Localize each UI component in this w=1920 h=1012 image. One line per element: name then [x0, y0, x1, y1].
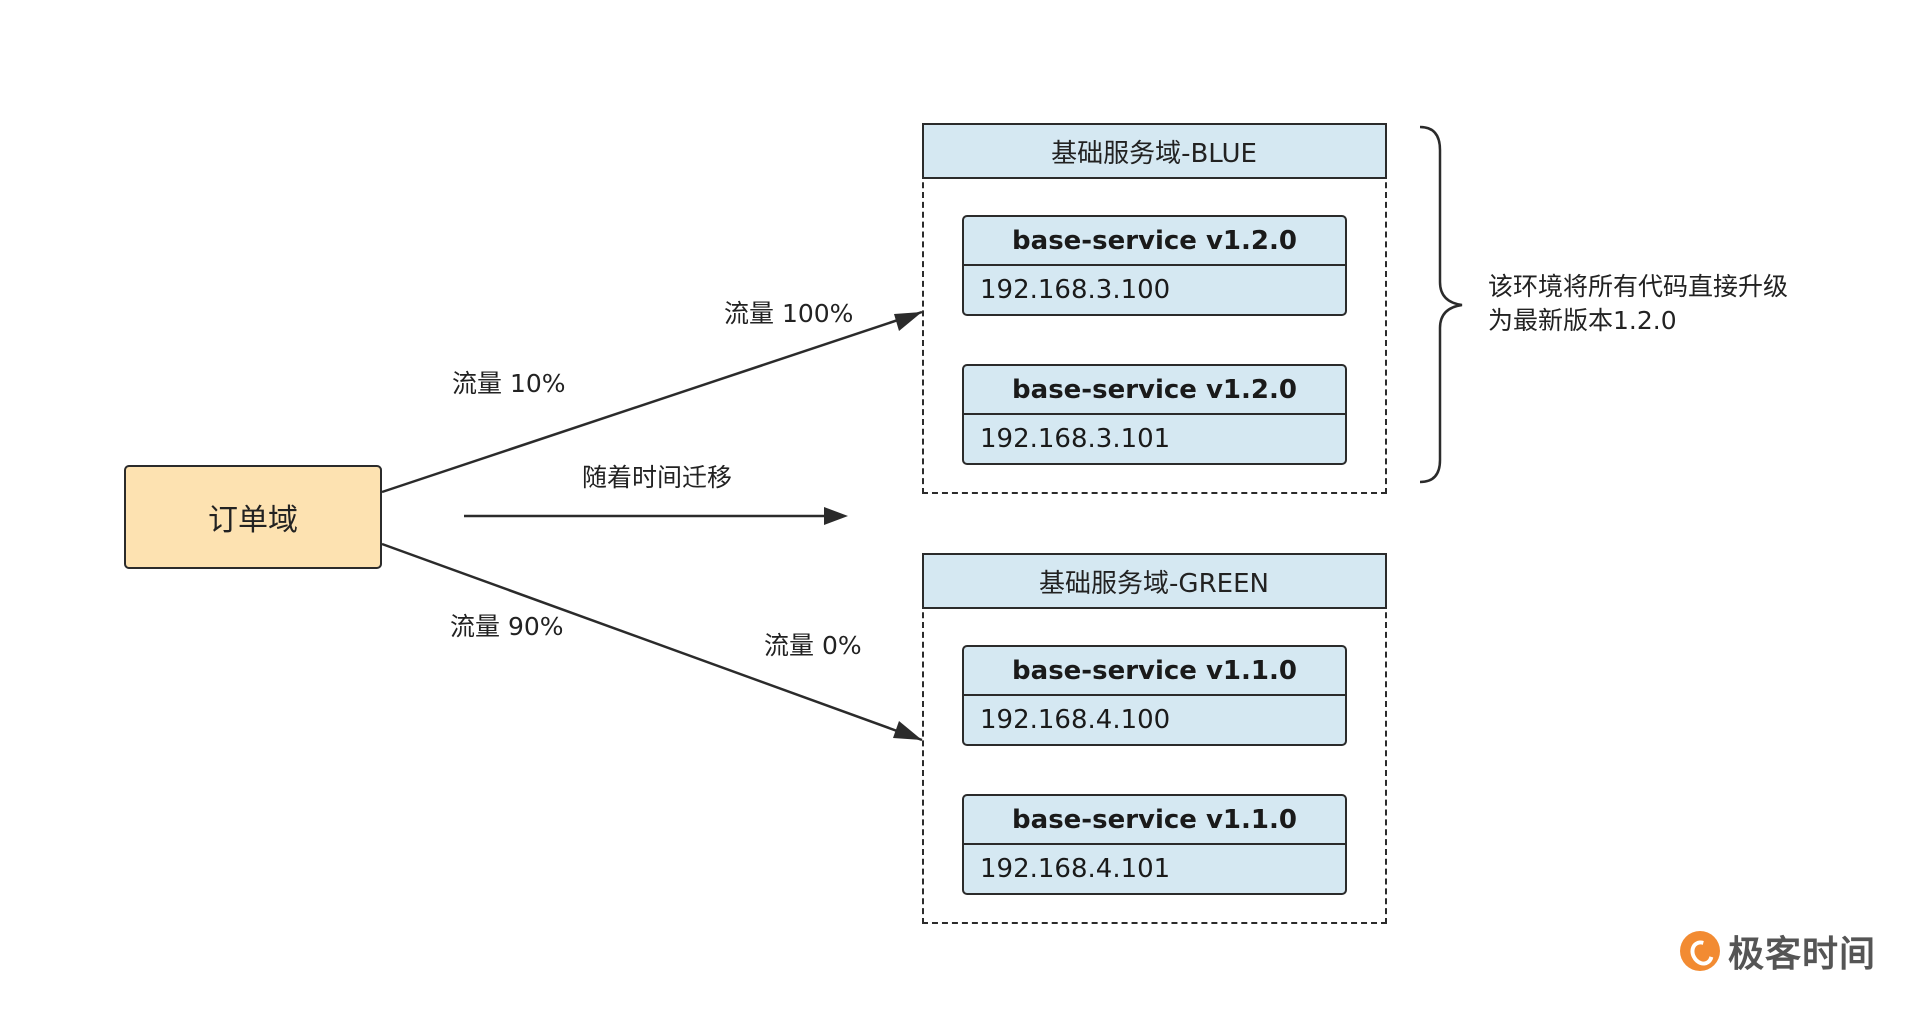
- service-ip: 192.168.4.100: [980, 705, 1171, 735]
- flow-label-blue-after: 流量 100%: [724, 299, 854, 328]
- brand-logo: 极客时间: [1680, 925, 1876, 977]
- curly-brace: [1419, 125, 1463, 484]
- order-domain-box: 订单域: [124, 465, 382, 569]
- arrowhead-blue: [894, 312, 922, 331]
- blue-domain-container: 基础服务域-BLUE base-service v1.2.0 192.168.3…: [921, 123, 1387, 494]
- service-ip: 192.168.4.101: [980, 854, 1171, 884]
- green-domain-title: 基础服务域-GREEN: [921, 553, 1387, 609]
- blue-service-2: base-service v1.2.0 192.168.3.101: [962, 364, 1347, 465]
- upgrade-note: 该环境将所有代码直接升级 为最新版本1.2.0: [1488, 270, 1788, 338]
- flow-label-green-after: 流量 0%: [764, 631, 862, 660]
- arrow-to-blue: [381, 310, 923, 494]
- arrowhead-green: [893, 721, 922, 740]
- flow-label-green-before: 流量 90%: [450, 612, 564, 641]
- flow-label-blue-before: 流量 10%: [452, 369, 566, 398]
- service-name: base-service v1.1.0: [964, 796, 1345, 845]
- upgrade-note-line1: 该环境将所有代码直接升级: [1488, 272, 1789, 301]
- brand-logo-icon: [1680, 931, 1720, 971]
- blue-domain-title: 基础服务域-BLUE: [921, 123, 1387, 179]
- service-name: base-service v1.2.0: [964, 217, 1345, 266]
- service-name: base-service v1.2.0: [964, 366, 1345, 415]
- upgrade-note-line2: 为最新版本1.2.0: [1488, 306, 1677, 335]
- service-name: base-service v1.1.0: [964, 647, 1345, 696]
- blue-service-1: base-service v1.2.0 192.168.3.100: [962, 215, 1347, 316]
- brand-name: 极客时间: [1728, 934, 1877, 975]
- green-service-1: base-service v1.1.0 192.168.4.100: [962, 645, 1347, 746]
- time-arrowhead: [824, 507, 848, 525]
- arrow-to-green: [381, 542, 923, 742]
- order-domain-label: 订单域: [208, 503, 298, 538]
- time-label: 随着时间迁移: [582, 463, 733, 492]
- green-domain-container: 基础服务域-GREEN base-service v1.1.0 192.168.…: [921, 553, 1387, 924]
- green-service-2: base-service v1.1.0 192.168.4.101: [962, 794, 1347, 895]
- service-ip: 192.168.3.100: [980, 275, 1171, 305]
- service-ip: 192.168.3.101: [980, 424, 1171, 454]
